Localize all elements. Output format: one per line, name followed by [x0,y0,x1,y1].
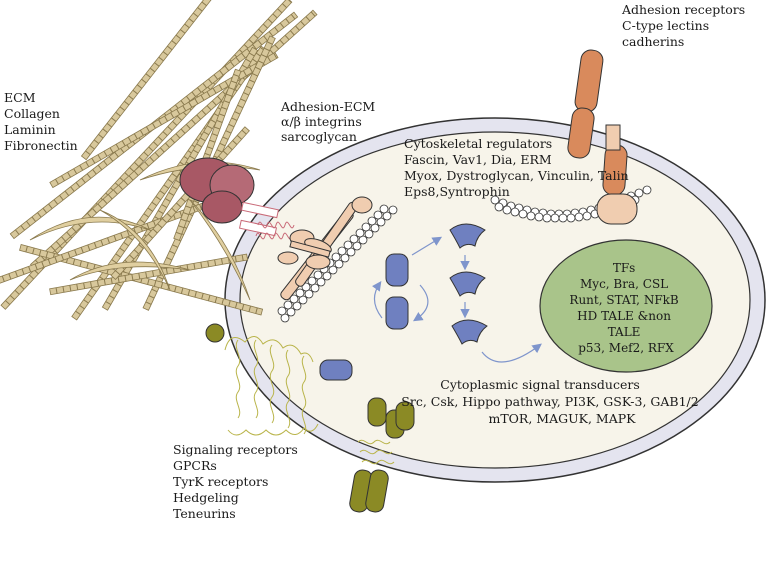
cadherin-receptor [567,49,638,225]
ecm-label: ECM Collagen Laminin Fibronectin [4,90,78,153]
cytoplasmic-transducers-label: Cytoplasmic signal transducers Src, Csk,… [401,377,702,426]
adhesion-ecm-label: Adhesion-ECM α/β integrins sarcoglycan [280,99,379,144]
cytoskeletal-regulators-label: Cytoskeletal regulators Fascin, Vav1, Di… [404,136,633,199]
signaling-receptors-label: Signaling receptors GPCRs TyrK receptors… [173,442,302,521]
tyrk-receptor [349,397,415,513]
cytoplasmic-transducers [319,223,488,381]
talin-vinculin-complex [277,196,373,301]
adhesion-receptors-label: Adhesion receptors C-type lectins cadher… [621,2,749,49]
transmembrane-helix [255,221,295,240]
nucleus [539,239,713,373]
ligand [205,323,225,343]
signal-arrows [371,236,542,363]
integrin-receptor [179,157,280,237]
tfs-label: TFs Myc, Bra, CSL Runt, STAT, NFkB HD TA… [569,261,682,355]
gpcr-receptor [224,336,319,436]
tyrk-helix [357,439,395,465]
